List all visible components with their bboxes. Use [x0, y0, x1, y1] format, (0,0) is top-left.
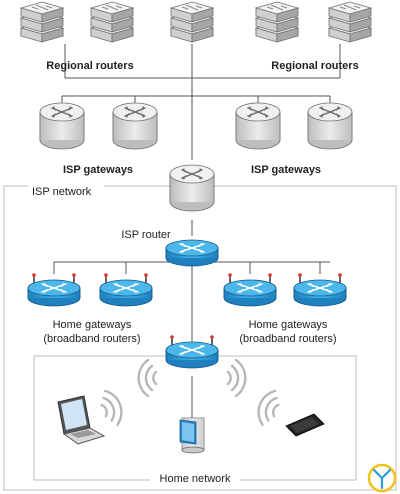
- laptop-icon: [57, 395, 106, 445]
- cylinder-router-icon: [39, 102, 85, 150]
- stacked-server-icon: [90, 1, 134, 43]
- isp-network-label: ISP network: [32, 186, 92, 198]
- desktop-computer-icon: [179, 417, 205, 454]
- stacked-server-icon: [20, 1, 64, 43]
- stacked-server-icon: [328, 1, 372, 43]
- cylinder-router-icon: [235, 102, 281, 150]
- wireless-router-icon: [224, 273, 276, 306]
- stacked-server-icon: [255, 1, 299, 43]
- home-network-label: Home network: [160, 473, 231, 485]
- regional-routers-left-label: Regional routers: [46, 60, 133, 72]
- cylinder-router-icon: [112, 102, 158, 150]
- regional-routers: [20, 1, 372, 43]
- isp-gateways: [39, 102, 353, 150]
- stacked-server-icon: [170, 1, 214, 43]
- router-icon: [165, 239, 219, 267]
- home-gateways-left-label-line2: (broadband routers): [43, 333, 140, 345]
- wireless-router-icon: [100, 273, 152, 306]
- watermark-logo-icon: [367, 463, 397, 493]
- smartphone-icon: [285, 413, 325, 437]
- wifi-waves-icon: [96, 358, 284, 429]
- isp-router-label: ISP router: [121, 229, 171, 241]
- cylinder-router-icon: [307, 102, 353, 150]
- regional-routers-right-label: Regional routers: [271, 60, 358, 72]
- home-gateways-right-label-line1: Home gateways: [249, 319, 328, 331]
- home-network-boundary: Home network: [33, 355, 357, 486]
- wireless-router-icon: [28, 273, 80, 306]
- isp-gateways-right-label: ISP gateways: [251, 164, 321, 176]
- home-gateways-right-label-line2: (broadband routers): [239, 333, 336, 345]
- cylinder-router-icon: [169, 164, 215, 212]
- home-gateways-left-label-line1: Home gateways: [53, 319, 132, 331]
- isp-gateways-left-label: ISP gateways: [63, 164, 133, 176]
- wireless-router-icon: [294, 273, 346, 306]
- home-gateways: [28, 273, 346, 306]
